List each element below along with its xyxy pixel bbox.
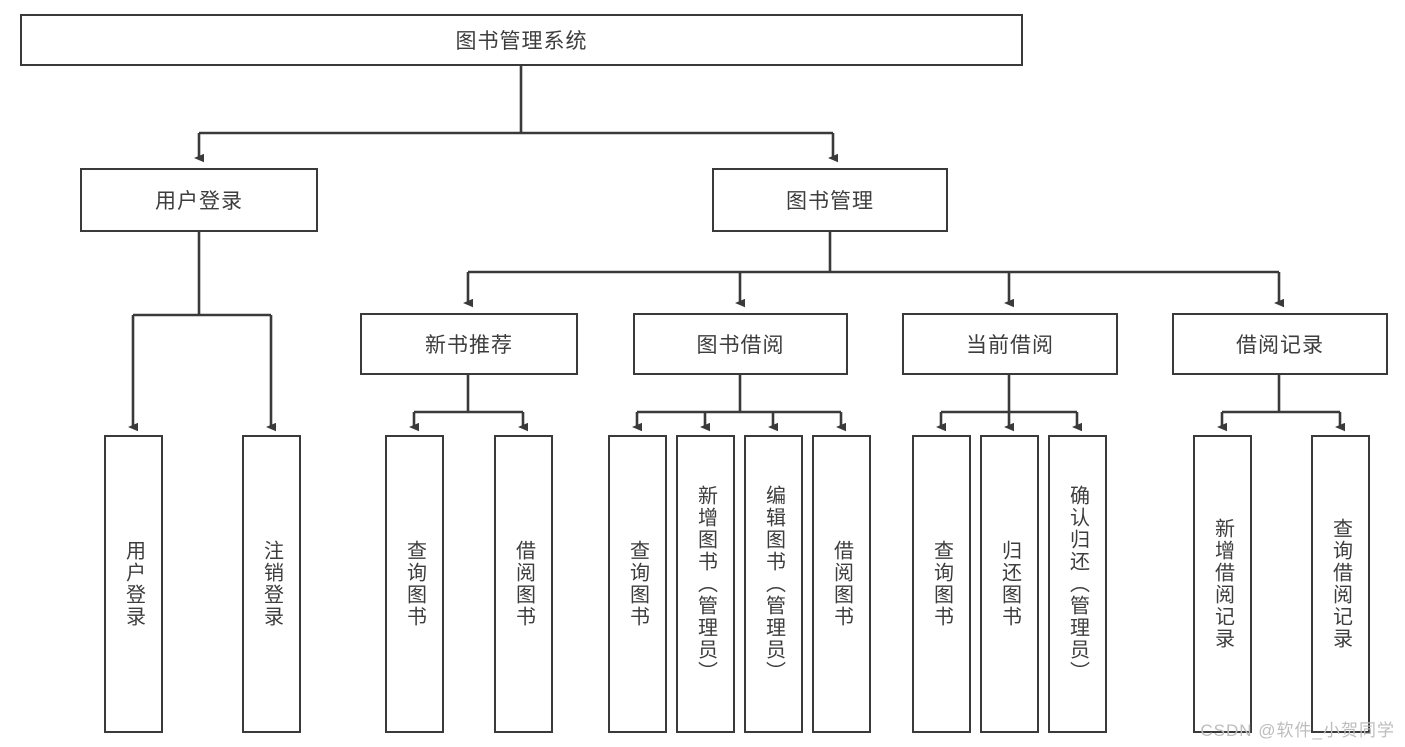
- node-label: 图书管理系统: [455, 30, 588, 53]
- node-label: 新增图书（管理员）: [694, 485, 717, 683]
- node-label: 注销登录: [260, 540, 283, 628]
- node-label: 查询图书: [930, 540, 953, 628]
- node-label: 确认归还（管理员）: [1066, 485, 1089, 683]
- node-label: 归还图书: [998, 540, 1021, 628]
- node-current-borrow[interactable]: 当前借阅: [902, 313, 1118, 375]
- node-label: 查询图书: [626, 540, 649, 628]
- node-book-borrow[interactable]: 图书借阅: [633, 313, 848, 375]
- leaf-recommend-query-book[interactable]: 查询图书: [385, 435, 444, 733]
- node-label: 查询借阅记录: [1329, 518, 1352, 650]
- leaf-current-confirm-return-admin[interactable]: 确认归还（管理员）: [1048, 435, 1107, 733]
- node-label: 图书管理: [786, 190, 874, 213]
- leaf-user-login-login[interactable]: 用户登录: [104, 435, 163, 733]
- leaf-current-return-book[interactable]: 归还图书: [980, 435, 1039, 733]
- node-borrow-record[interactable]: 借阅记录: [1172, 313, 1388, 375]
- node-label: 借阅图书: [830, 540, 853, 628]
- node-label: 新增借阅记录: [1211, 518, 1234, 650]
- leaf-borrow-edit-book-admin[interactable]: 编辑图书（管理员）: [744, 435, 803, 733]
- node-label: 编辑图书（管理员）: [762, 485, 785, 683]
- leaf-record-query-record[interactable]: 查询借阅记录: [1311, 435, 1370, 733]
- node-book-management[interactable]: 图书管理: [712, 168, 948, 232]
- node-label: 查询图书: [403, 540, 426, 628]
- leaf-record-add-record[interactable]: 新增借阅记录: [1193, 435, 1252, 733]
- leaf-recommend-borrow-book[interactable]: 借阅图书: [494, 435, 553, 733]
- leaf-current-query-book[interactable]: 查询图书: [912, 435, 971, 733]
- node-root-system[interactable]: 图书管理系统: [20, 14, 1023, 66]
- leaf-borrow-query-book[interactable]: 查询图书: [608, 435, 667, 733]
- node-user-login[interactable]: 用户登录: [80, 168, 318, 232]
- node-label: 用户登录: [122, 540, 145, 628]
- node-label: 借阅记录: [1236, 334, 1324, 357]
- node-label: 图书借阅: [696, 334, 785, 357]
- leaf-user-login-logout[interactable]: 注销登录: [242, 435, 301, 733]
- node-label: 借阅图书: [512, 540, 535, 628]
- node-label: 当前借阅: [966, 334, 1054, 357]
- leaf-borrow-add-book-admin[interactable]: 新增图书（管理员）: [676, 435, 735, 733]
- node-label: 用户登录: [155, 190, 243, 213]
- node-label: 新书推荐: [425, 334, 513, 357]
- leaf-borrow-borrow-book[interactable]: 借阅图书: [812, 435, 871, 733]
- node-new-book-recommend[interactable]: 新书推荐: [360, 313, 578, 375]
